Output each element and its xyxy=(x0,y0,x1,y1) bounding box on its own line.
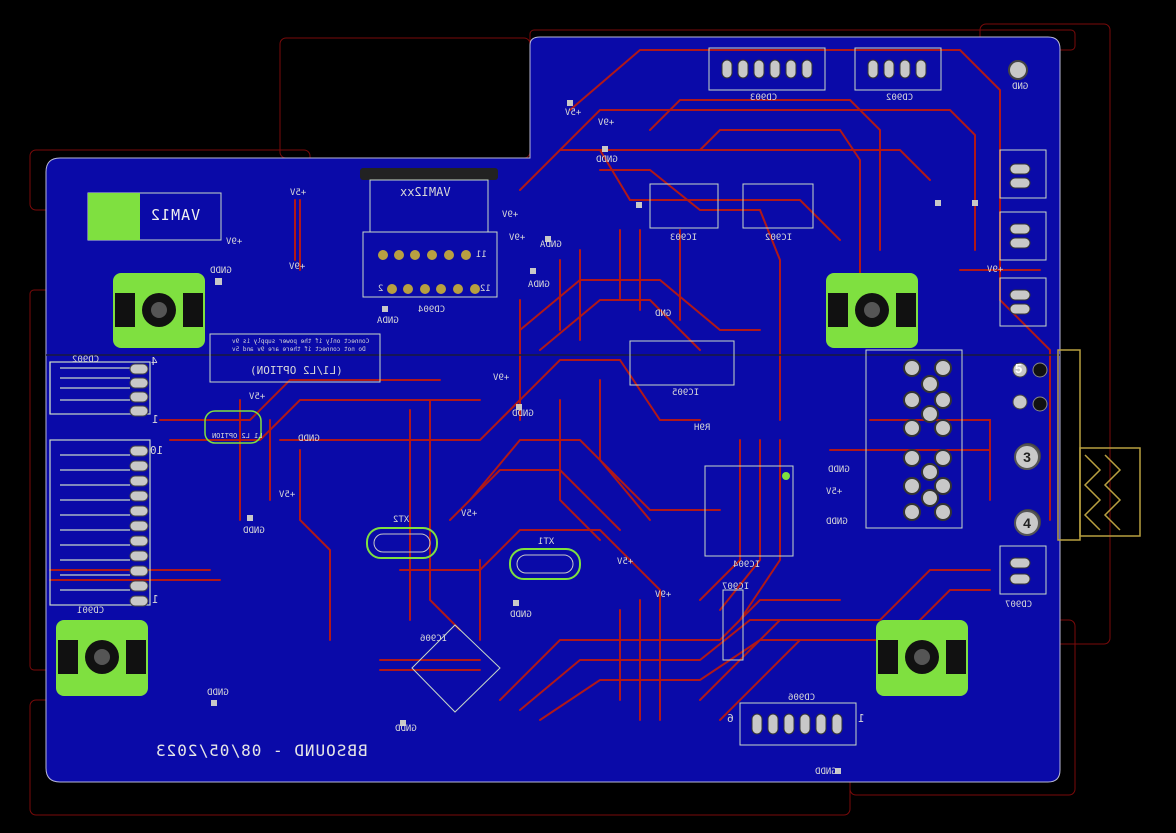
label-ic904: IC904 xyxy=(733,560,761,570)
label-cd906: CD906 xyxy=(788,693,816,703)
label-ic905: IC905 xyxy=(672,388,700,398)
net-label-p5v-6: +5V xyxy=(617,557,634,567)
net-label-gndd-4: GNDD xyxy=(298,434,320,444)
mounting-pad-bottom-right xyxy=(876,620,968,696)
net-label-gnd-2: GND xyxy=(1012,82,1029,92)
net-label-p9v-6: +9V xyxy=(987,265,1004,275)
net-label-p9v-1: +9V xyxy=(226,237,243,247)
net-label-gndd-11: GNDD xyxy=(826,517,848,527)
net-label-gnda-3: GNDA xyxy=(377,316,399,326)
net-label-p5v-1: +5V xyxy=(290,188,307,198)
net-label-p9v-7: +9V xyxy=(509,233,526,243)
pin-mark-1-cd906: 1 xyxy=(858,712,865,725)
cd901-pads xyxy=(129,445,149,607)
net-label-gndd-7: GNDD xyxy=(395,724,417,734)
net-label-gndd-1: GNDD xyxy=(210,266,232,276)
net-label-p5v-5: +5V xyxy=(461,509,478,519)
jack-number-4: 4 xyxy=(1014,510,1040,536)
option-label: (L1/L2 OPTION) xyxy=(250,364,343,377)
small-option-label: L1 L2 OPTION xyxy=(212,432,263,440)
label-cd901: CD901 xyxy=(77,606,105,616)
net-label-gndd-2: GNDD xyxy=(596,155,618,165)
jack-number-3: 3 xyxy=(1014,444,1040,470)
module-label: VAM12xx xyxy=(400,185,451,199)
pin-mark-12: 12 xyxy=(480,284,491,294)
label-cd907: CD907 xyxy=(1005,600,1033,610)
net-label-gnda-1: GNDA xyxy=(540,240,562,250)
net-label-gnda-2: GNDA xyxy=(528,280,550,290)
net-label-gndd-3: GNDD xyxy=(512,409,534,419)
cd902-pads xyxy=(129,363,149,417)
silkscreen-date: BBSOUND - 08/05/2023 xyxy=(155,741,368,760)
label-xt1: XT1 xyxy=(538,537,555,547)
net-label-gnd-1: GND xyxy=(655,309,672,319)
label-cd902-top: CD902 xyxy=(886,93,914,103)
cd906-connector xyxy=(739,702,857,746)
net-label-p9v-2: +9V xyxy=(289,262,306,272)
label-cd903: CD903 xyxy=(750,93,778,103)
pin-mark-6: 6 xyxy=(727,712,734,725)
logo-text: VAM12 xyxy=(150,206,201,224)
pin-mark-1-cd902: 1 xyxy=(152,413,159,426)
net-label-p5v-4: +5V xyxy=(279,490,296,500)
jack-block xyxy=(865,349,963,529)
label-ic903: IC903 xyxy=(670,233,698,243)
logo-block xyxy=(87,192,222,241)
pin-mark-4: 4 xyxy=(151,355,158,368)
label-ic906: IC906 xyxy=(420,634,448,644)
net-label-gndd-8: GNDD xyxy=(510,610,532,620)
traces-red xyxy=(49,49,1051,721)
ic-outlines xyxy=(411,183,814,713)
right-connectors xyxy=(999,149,1047,595)
mounting-pad-bottom-left xyxy=(56,620,148,696)
net-label-p9v-5: +9V xyxy=(655,590,672,600)
net-label-gndd-10: GNDD xyxy=(828,465,850,475)
label-ic902: IC902 xyxy=(765,233,793,243)
net-label-p5v-3: +5V xyxy=(249,392,266,402)
option-box xyxy=(204,333,381,444)
label-xt2: XT2 xyxy=(393,515,410,525)
vias xyxy=(211,100,978,774)
net-label-p5v-7: +5V xyxy=(826,487,843,497)
cd902-outline xyxy=(49,361,151,415)
module-header xyxy=(360,168,498,298)
option-note-1: Connect only if the power supply is 9v xyxy=(232,338,370,345)
label-ic907: IC907 xyxy=(722,582,750,592)
crystal-xt2 xyxy=(366,527,438,559)
cd901-outline xyxy=(49,439,151,606)
label-cd904: CD904 xyxy=(418,305,446,315)
mounting-pad-top-left xyxy=(113,273,205,348)
net-label-gndd-6: GNDD xyxy=(207,688,229,698)
net-label-gndd-9: GNDD xyxy=(815,767,837,777)
crystal-xt1 xyxy=(509,548,581,580)
coax-connector xyxy=(1057,349,1141,541)
label-cd902: CD902 xyxy=(72,355,100,365)
pin-mark-1-cd901: 1 xyxy=(152,593,159,606)
net-label-p9v-4: +9V xyxy=(493,373,510,383)
mounting-pad-top-right xyxy=(826,273,918,348)
net-label-p9v-8: +9V xyxy=(502,210,519,220)
net-label-p5v-2: +5V xyxy=(565,108,582,118)
pin-mark-10: 10 xyxy=(150,444,164,457)
net-label-gndd-5: GNDD xyxy=(243,526,265,536)
cd902-top-connector xyxy=(854,47,942,91)
right-connector-pads xyxy=(1009,163,1031,585)
label-r9h: R9H xyxy=(694,423,711,433)
jack-number-5: 5 xyxy=(1015,361,1023,376)
cd903-connector xyxy=(708,47,826,91)
net-label-p9v-3: +9V xyxy=(598,118,615,128)
option-note-2: Do not connect if there are 9v and 5v xyxy=(232,346,366,353)
pin-mark-11: 11 xyxy=(476,250,487,260)
pin-mark-2: 2 xyxy=(378,284,384,294)
